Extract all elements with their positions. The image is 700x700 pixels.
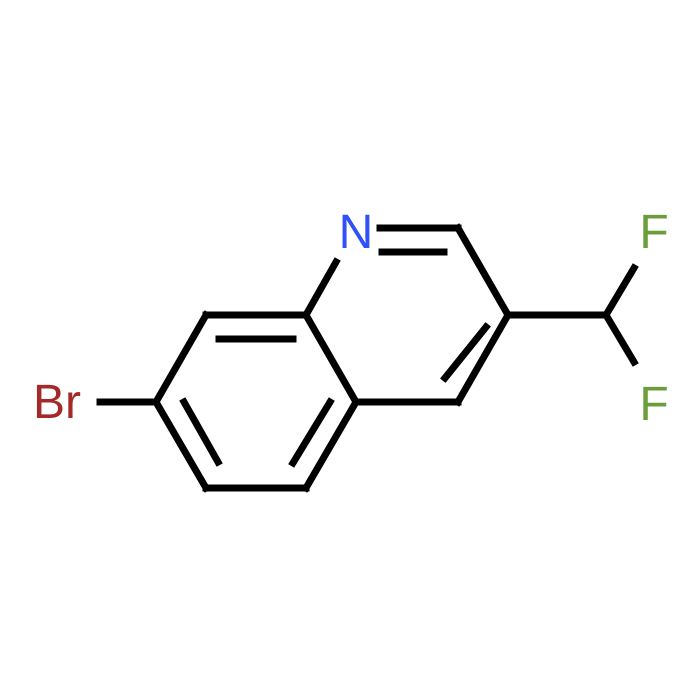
bond-c2-c3 xyxy=(453,223,513,320)
bond-chf2-f2 xyxy=(601,310,639,367)
bond-chf2-f1 xyxy=(601,263,639,320)
atom-f2-label: F xyxy=(639,378,668,431)
bond-c8a-n1 xyxy=(301,257,341,320)
bond-c7-c6 xyxy=(151,397,211,493)
atom-f1-label: F xyxy=(639,206,668,259)
bond-c7-c6-inner xyxy=(179,397,223,467)
atom-n-label: N xyxy=(339,206,374,259)
atom-br-label: Br xyxy=(33,376,81,429)
bond-c5-c4a xyxy=(301,397,361,493)
bond-c8-c7 xyxy=(151,310,211,407)
bond-c3-c4-inner xyxy=(440,322,491,383)
bond-c4a-c8a xyxy=(301,310,361,407)
bond-c3-c4 xyxy=(453,310,513,407)
bond-c5-c4a-inner xyxy=(288,397,335,468)
bonds xyxy=(96,223,639,493)
